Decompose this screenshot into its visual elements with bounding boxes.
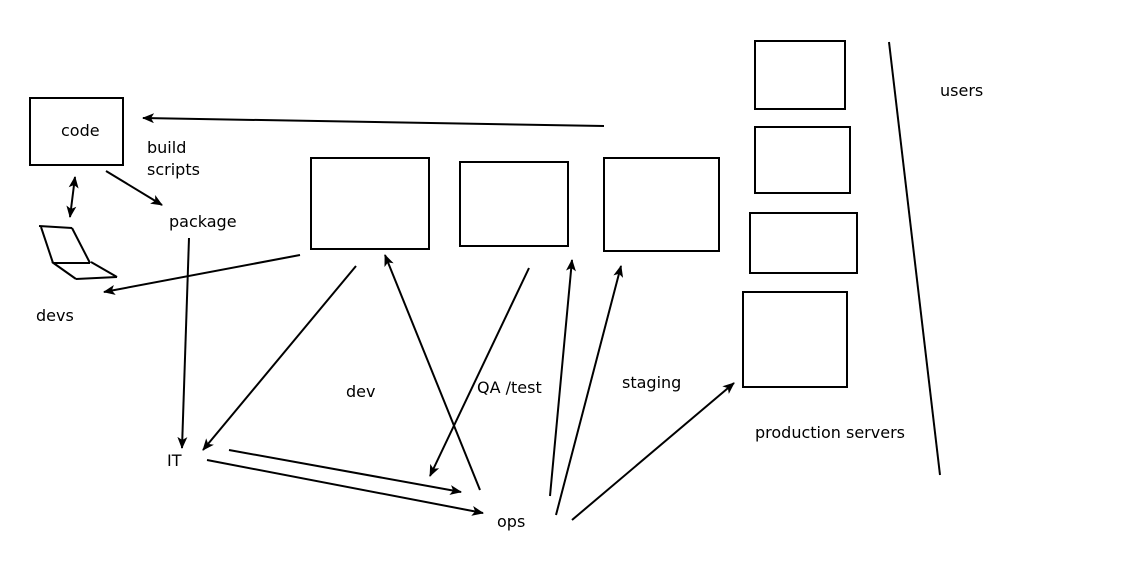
production-server-box-3 (749, 212, 858, 274)
dev-server-box (310, 157, 430, 250)
users-label: users (940, 81, 983, 100)
arrow-dev-to-devs (103, 254, 301, 295)
build-label: build (147, 138, 186, 157)
production-server-box-1 (754, 40, 846, 110)
package-label: package (169, 212, 237, 231)
arrow-dev-to-it (202, 265, 357, 451)
arrow-feedback-to-code (142, 113, 605, 127)
arrow-ops-to-dev (384, 254, 481, 491)
arrow-ops-to-qa (549, 259, 576, 497)
qa-server-box (459, 161, 569, 247)
code-label: code (61, 121, 100, 140)
production-server-box-2 (754, 126, 851, 194)
users-divider-line (888, 41, 941, 476)
dev-label: dev (346, 382, 375, 401)
ops-label: ops (497, 512, 525, 531)
arrow-it-to-ops-1 (228, 449, 462, 495)
qa-label: QA /test (477, 378, 542, 397)
production-label: production servers (755, 423, 905, 442)
staging-server-box (603, 157, 720, 252)
code-box (29, 97, 124, 166)
arrow-package-to-it (177, 237, 190, 449)
staging-label: staging (622, 373, 681, 392)
arrow-qa-to-ops (429, 267, 530, 477)
production-server-box-4 (742, 291, 848, 388)
arrow-ops-to-production (571, 382, 735, 521)
scripts-label: scripts (147, 160, 200, 179)
arrow-code-to-package (105, 170, 163, 206)
it-label: IT (167, 451, 182, 470)
arrow-ops-to-staging (555, 265, 624, 516)
devs-label: devs (36, 306, 74, 325)
arrow-it-to-ops-2 (206, 459, 484, 516)
laptop-icon (38, 225, 118, 280)
arrow-code-devs-bidirectional (66, 176, 79, 218)
